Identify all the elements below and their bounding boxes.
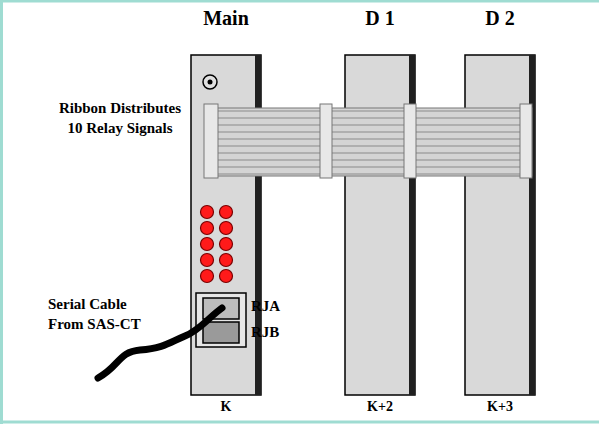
module-slot: MainK bbox=[176, 6, 276, 416]
module-name: Main bbox=[176, 6, 276, 30]
led-array bbox=[201, 206, 233, 283]
frame-line bbox=[0, 0, 3, 424]
d1-module bbox=[345, 55, 415, 395]
led bbox=[220, 222, 233, 235]
led bbox=[201, 270, 214, 283]
main-module bbox=[191, 55, 261, 395]
ribbon-cable bbox=[204, 104, 532, 178]
ribbon-note: Ribbon Distributes 10 Relay Signals bbox=[50, 98, 190, 138]
module-name: D 2 bbox=[450, 6, 550, 30]
slot-label: K bbox=[176, 398, 276, 416]
frame-line bbox=[2, 0, 599, 3]
led bbox=[201, 222, 214, 235]
led bbox=[201, 254, 214, 267]
led bbox=[201, 238, 214, 251]
slot-label: K+3 bbox=[450, 398, 550, 416]
cable-note: Serial Cable From SAS-CT bbox=[48, 294, 156, 334]
led bbox=[220, 254, 233, 267]
module-name: D 1 bbox=[330, 6, 430, 30]
led bbox=[201, 206, 214, 219]
port-label: RJB bbox=[251, 322, 301, 342]
led bbox=[220, 270, 233, 283]
frame-line bbox=[0, 421, 599, 424]
port-label: RJA bbox=[251, 296, 301, 316]
d2-module bbox=[465, 55, 535, 395]
module-slot: D 2 K+3 bbox=[450, 6, 550, 416]
module-slot: D 1 K+2 bbox=[330, 6, 430, 416]
led bbox=[220, 238, 233, 251]
slot-label: K+2 bbox=[330, 398, 430, 416]
led bbox=[220, 206, 233, 219]
